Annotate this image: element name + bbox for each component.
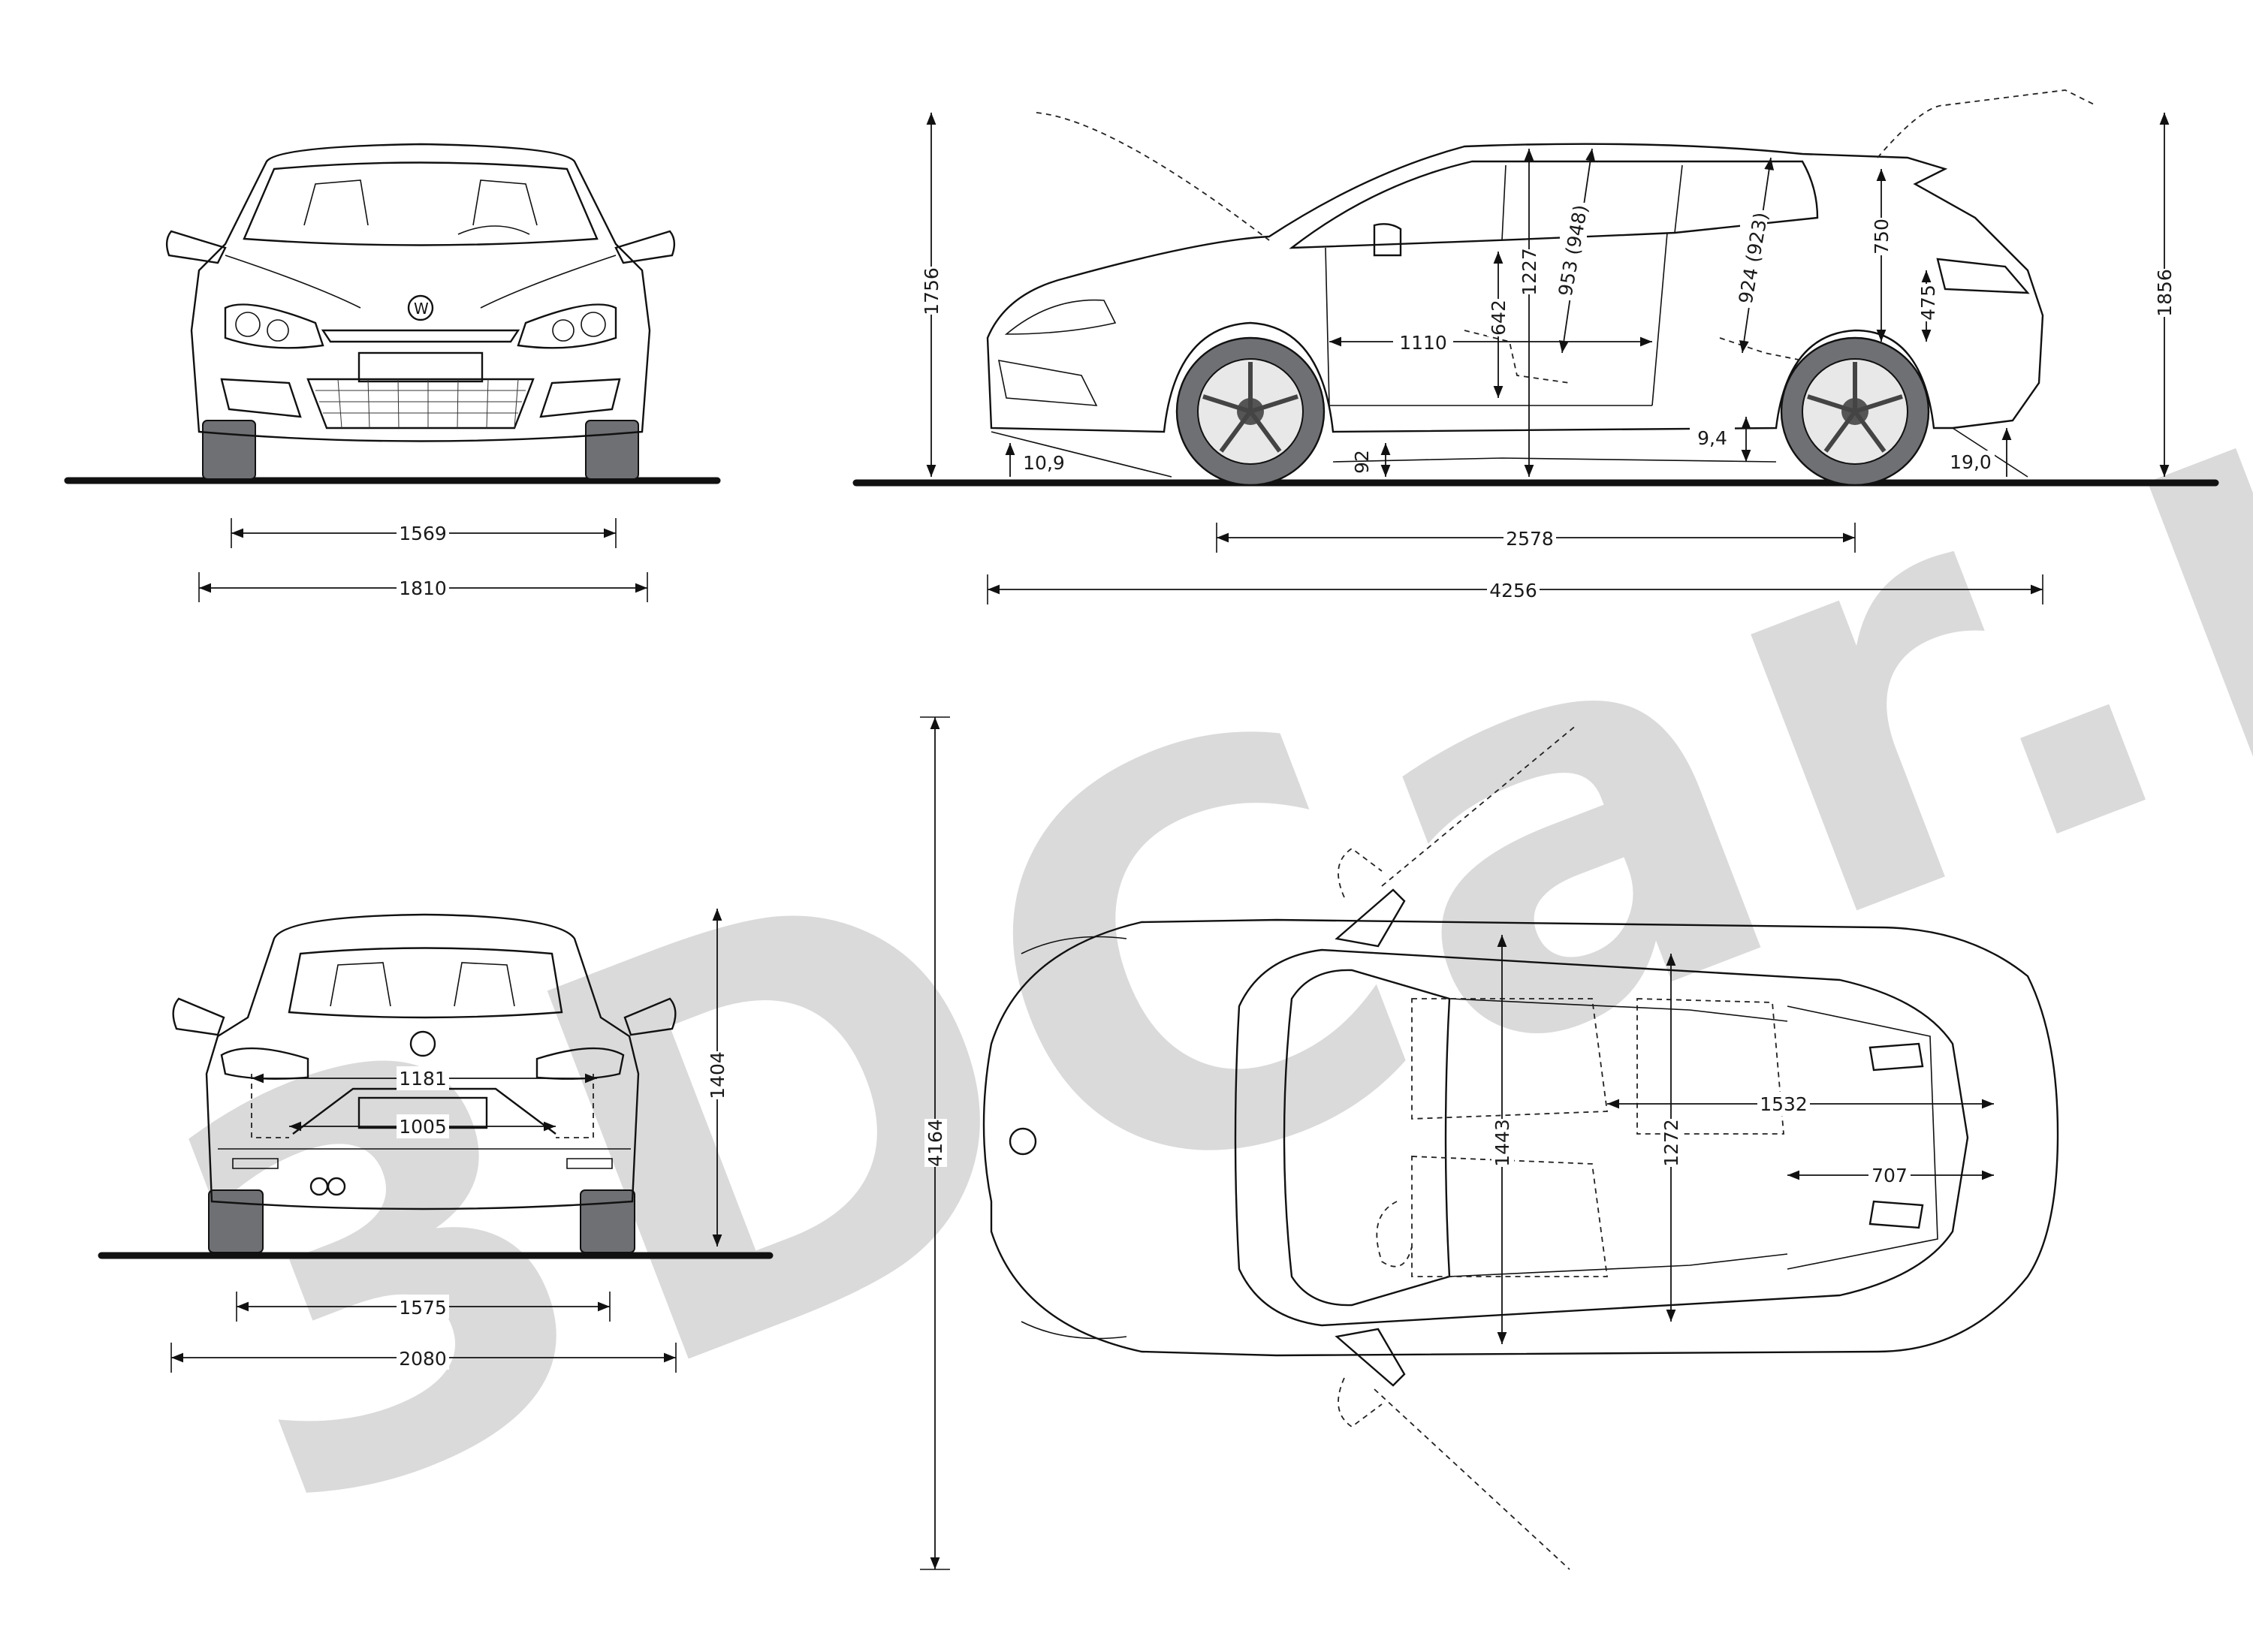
- top-length-label: 4164: [924, 1119, 946, 1167]
- rear-width-top-label: 1272: [1660, 1119, 1682, 1167]
- top-view: 4164 1443 1272 1532 707: [920, 716, 2059, 1570]
- rear-opening-label: 750: [1871, 219, 1893, 255]
- rear-height-label: 1404: [707, 1051, 728, 1099]
- side-view: 1756 1856 1227 642 953 (948) 924 (923) 7…: [852, 89, 2219, 604]
- legroom-label: 1110: [1399, 332, 1447, 354]
- cargo-depth-label: 707: [1871, 1165, 1908, 1186]
- ground-clearance-label: 92: [1351, 450, 1373, 474]
- side-height-right: 1856: [2154, 269, 2176, 317]
- front-track-label: 1569: [399, 523, 447, 544]
- side-height-left: 1756: [921, 267, 943, 315]
- front-angle-label: 10,9: [1023, 452, 1065, 474]
- bumper-span-label: 1005: [399, 1116, 447, 1138]
- breakover-label: 9,4: [1697, 427, 1727, 449]
- taillight-span-label: 1181: [399, 1068, 447, 1090]
- seat-height-label: 642: [1488, 300, 1510, 336]
- interior-height-label: 1227: [1519, 248, 1540, 296]
- front-width-label: 1810: [399, 577, 447, 599]
- wheelbase-label: 2578: [1506, 528, 1554, 550]
- cargo-length-label: 1532: [1760, 1093, 1808, 1115]
- svg-text:W: W: [414, 300, 429, 318]
- rear-view: 1181 1005 1404 1575 2080: [98, 909, 774, 1373]
- length-label: 4256: [1489, 580, 1537, 601]
- rear-track-label: 1575: [399, 1297, 447, 1319]
- front-view: W 1569 1810: [64, 143, 721, 602]
- rear-angle-label: 19,0: [1950, 451, 1992, 473]
- rear-sill-label: 475: [1917, 285, 1939, 321]
- front-width-top-label: 1443: [1491, 1119, 1513, 1167]
- mirror-width-label: 2080: [399, 1348, 447, 1370]
